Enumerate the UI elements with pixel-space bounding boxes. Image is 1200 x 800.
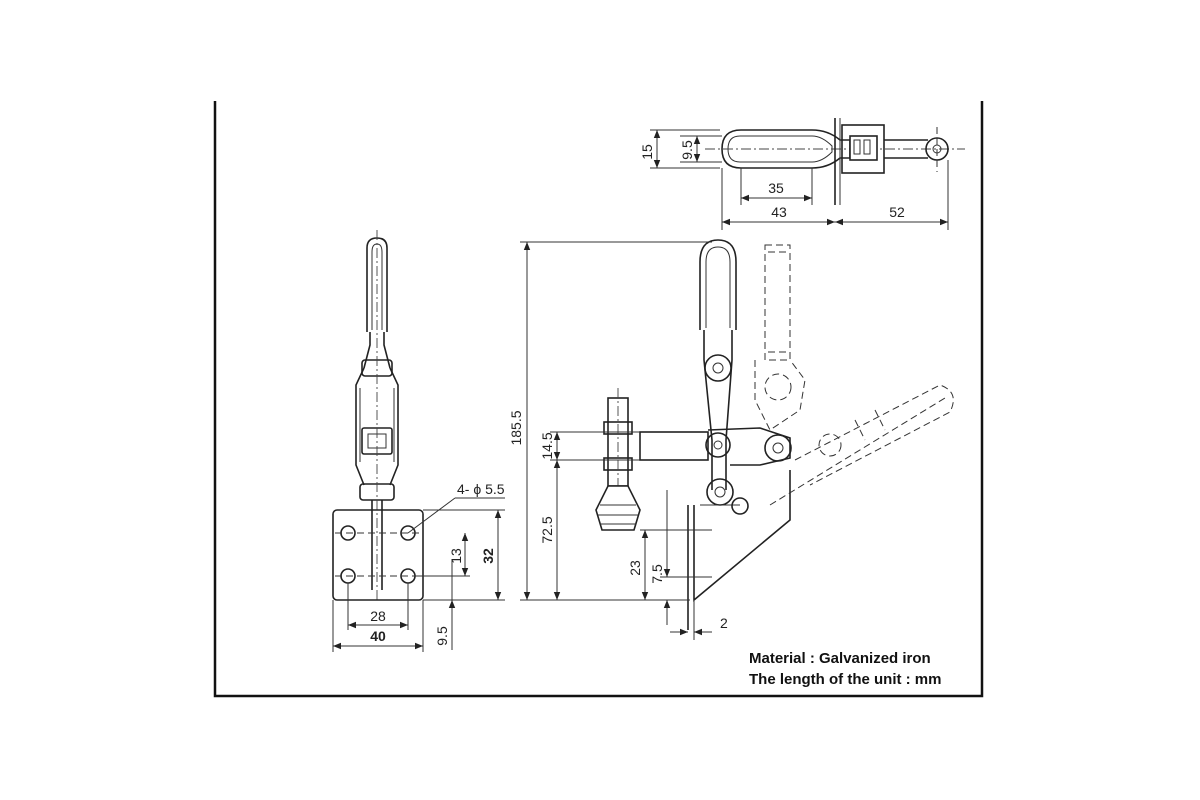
- dim-9-5-front: 9.5: [434, 626, 450, 646]
- dim-15: 15: [639, 144, 655, 160]
- dim-35: 35: [768, 180, 784, 196]
- dim-hole-spec: 4- ϕ 5.5: [457, 481, 505, 497]
- unit-note: The length of the unit : mm: [749, 671, 941, 688]
- dim-43: 43: [771, 204, 787, 220]
- front-view: 4- ϕ 5.5 32 13 9.5 28 40: [332, 230, 505, 652]
- dim-14-5: 14.5: [539, 432, 555, 459]
- drawing-border: [213, 101, 984, 698]
- dim-52: 52: [889, 204, 905, 220]
- dim-23: 23: [627, 560, 643, 576]
- dim-2: 2: [720, 615, 728, 631]
- dim-7-5: 7.5: [649, 564, 665, 584]
- dim-185-5: 185.5: [508, 410, 524, 445]
- dim-13: 13: [448, 548, 464, 564]
- material-note: Material : Galvanized iron: [749, 650, 931, 667]
- top-view: 15 9.5 35 43 52: [639, 118, 965, 230]
- side-view: 185.5 14.5 72.5 23 7.5 2: [508, 239, 954, 640]
- dim-9-5-top: 9.5: [679, 140, 695, 160]
- dim-32: 32: [480, 548, 496, 564]
- dim-28: 28: [370, 608, 386, 624]
- dim-72-5: 72.5: [539, 516, 555, 543]
- dim-40: 40: [370, 628, 386, 644]
